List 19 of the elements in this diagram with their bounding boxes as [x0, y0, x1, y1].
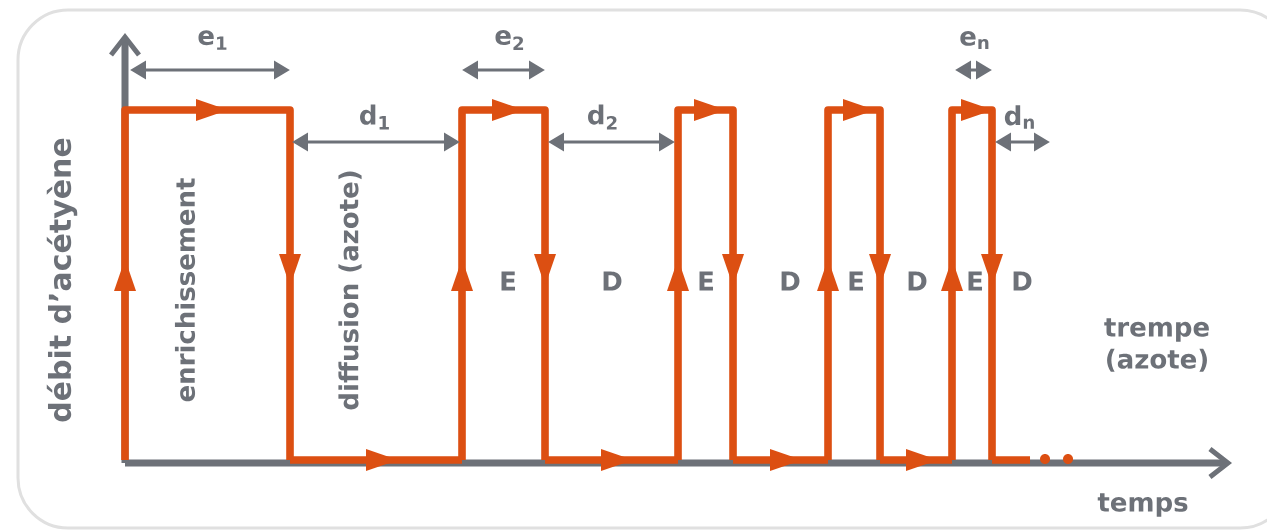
chart-label: d$_{1}$: [360, 104, 389, 130]
chart-label: E: [849, 271, 863, 291]
chart-label: E: [968, 271, 982, 291]
chart-label: d$_{n}$: [1004, 105, 1034, 129]
chart-label: temps: [1097, 493, 1188, 517]
chart-label: D: [781, 271, 800, 291]
chart-label: e$_{n}$: [960, 30, 989, 50]
chart-label: e$_{1}$: [198, 30, 227, 50]
chart-label: D: [603, 271, 622, 291]
chart-label: E: [699, 271, 713, 291]
chart-label: e$_{2}$: [495, 30, 524, 50]
chart-label: débit d’acétyène: [46, 138, 78, 422]
chart-label: D: [1013, 271, 1032, 291]
chart-label: enrichissement: [174, 178, 196, 402]
chart-label: diffusion (azote): [338, 171, 362, 410]
chart-label: E: [501, 271, 515, 291]
chart-label: d$_{2}$: [588, 104, 617, 130]
chart-label: trempe (azote): [1104, 318, 1209, 372]
chart-label: D: [908, 271, 927, 291]
